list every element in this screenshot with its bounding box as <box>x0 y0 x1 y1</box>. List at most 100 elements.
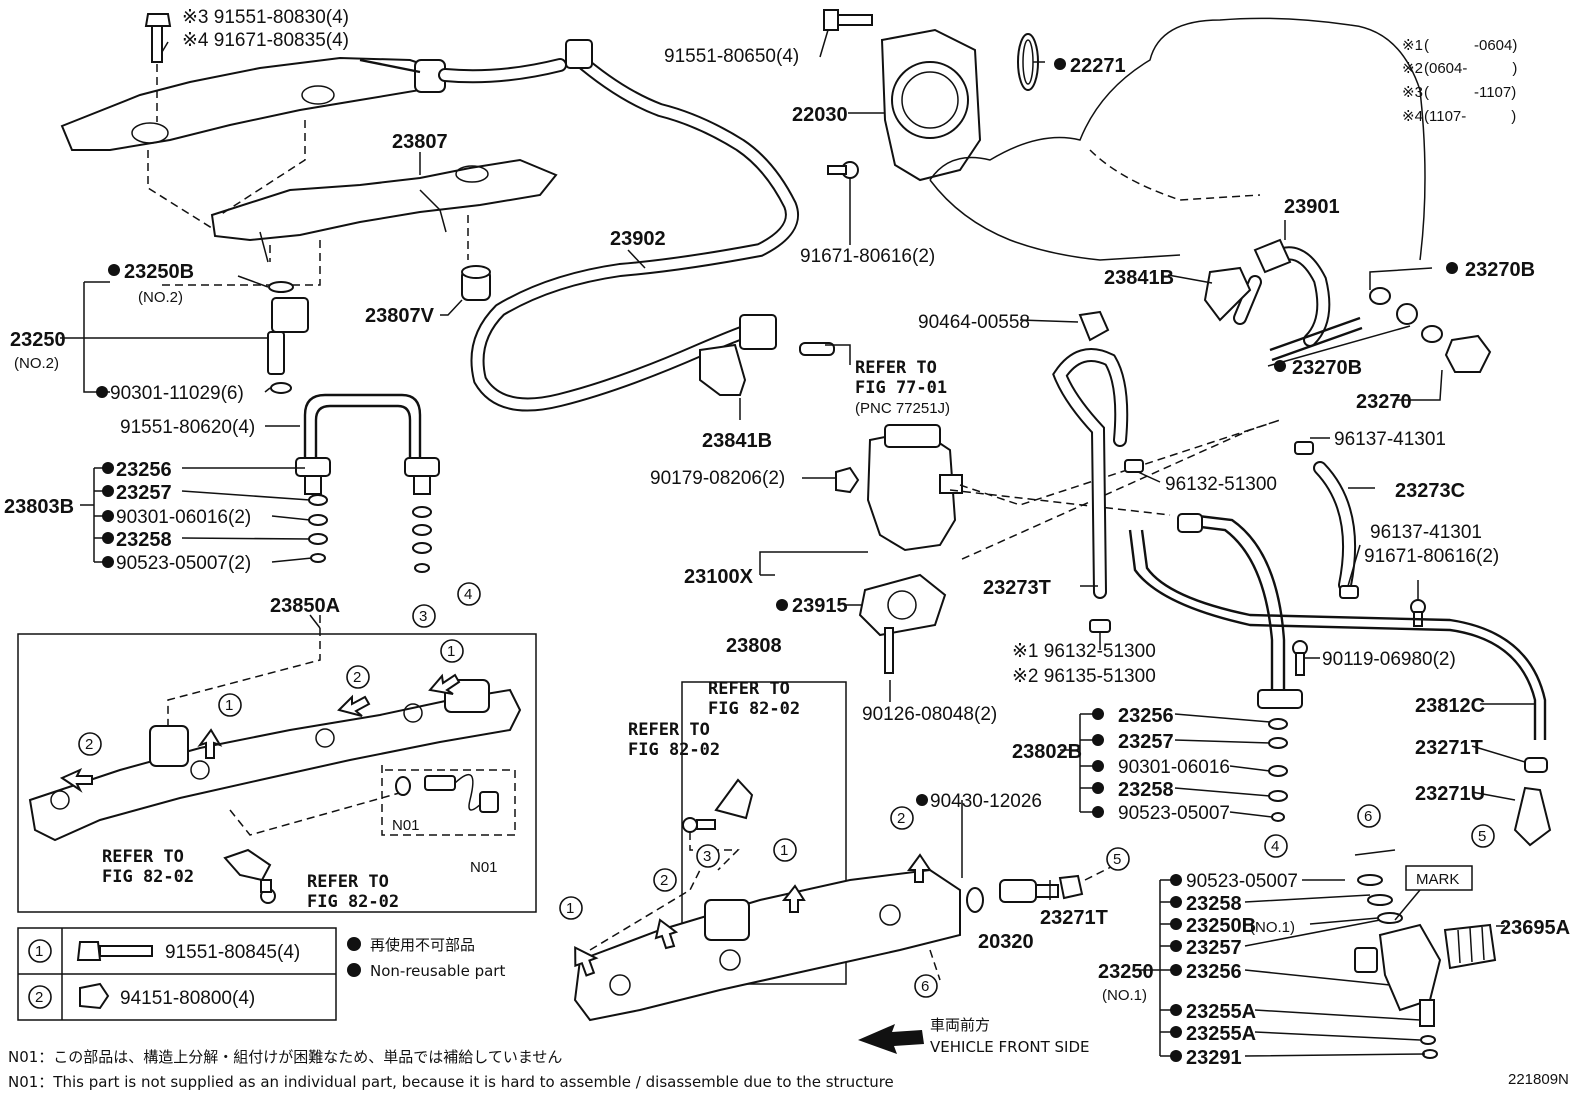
label-20320: 20320 <box>978 931 1034 953</box>
label-23291: 23291 <box>1186 1047 1242 1069</box>
label-23850A: 23850A <box>270 595 340 617</box>
stud-90126-08048 <box>884 627 894 674</box>
label-23257-bottom: 23257 <box>1186 937 1242 959</box>
svg-text:4: 4 <box>1271 838 1279 855</box>
label-96132-51300-a: 96132-51300 <box>1165 474 1277 495</box>
key-table-part-1: 91551-80845(4) <box>165 942 300 963</box>
nut-90179-08206-icon <box>835 466 860 494</box>
label-23841B-mid: 23841B <box>702 430 772 452</box>
label-n01-a: N01 <box>392 817 420 834</box>
label-91551-80620: 91551-80620(4) <box>120 417 255 438</box>
label-23270B-b: 23270B <box>1292 357 1362 379</box>
svg-text:1: 1 <box>566 900 574 917</box>
label-96135-51300: ※2 96135-51300 <box>1012 666 1156 687</box>
delivery-pipe-23803B <box>295 393 440 495</box>
refer-82-02-d-line1: REFER TO <box>628 720 710 740</box>
label-23812C: 23812C <box>1415 695 1485 717</box>
pressure-sensor-20320 <box>999 879 1059 903</box>
clamp-23271T-right-icon <box>1524 757 1548 773</box>
seal-rings-bottom <box>1354 849 1403 924</box>
insulator-23807V <box>461 265 491 301</box>
label-23803B: 23803B <box>4 496 74 518</box>
label-22271: 22271 <box>1070 55 1126 77</box>
label-90523-05007-right: 90523-05007 <box>1118 803 1230 824</box>
fuel-rail-left <box>28 679 522 842</box>
label-mark: MARK <box>1416 871 1459 888</box>
refer-77-01-line1: REFER TO <box>855 358 937 378</box>
label-23250B-bottom: 23250B <box>1186 915 1256 937</box>
part-23807-bracket <box>60 56 558 263</box>
label-22030: 22030 <box>792 104 848 126</box>
label-n01-b: N01 <box>470 859 498 876</box>
injector-23250-no2 <box>267 281 309 394</box>
seal-rings-left <box>308 494 432 573</box>
svg-text:5: 5 <box>1478 828 1486 845</box>
label-23258-bottom: 23258 <box>1186 893 1242 915</box>
label-90523-05007-left: 90523-05007(2) <box>116 553 251 574</box>
label-23257-left: 23257 <box>116 482 172 504</box>
footnote-en: N01：This part is not supplied as an indi… <box>8 1073 894 1091</box>
label-90523-05007-bottom: 90523-05007 <box>1186 871 1298 892</box>
label-no1-a: (NO.1) <box>1250 919 1295 936</box>
label-91671-80616-a: 91671-80616(2) <box>800 246 935 267</box>
mark-box <box>1405 865 1473 891</box>
clamp-23271T-bottom <box>1058 874 1084 900</box>
callout-markers: 3 4 1 2 1 2 3 1 2 2 1 6 5 4 6 5 1 2 <box>35 582 1495 1006</box>
label-23257-right: 23257 <box>1118 731 1174 753</box>
legend-date-3-mark: ※3 <box>1402 84 1423 101</box>
refer-82-02-d-line2: FIG 82-02 <box>628 740 720 760</box>
svg-text:5: 5 <box>1113 851 1121 868</box>
label-23256-left: 23256 <box>116 459 172 481</box>
label-91551-80650: 91551-80650(4) <box>664 46 799 67</box>
label-23273C: 23273C <box>1395 480 1465 502</box>
label-23841B-right: 23841B <box>1104 267 1174 289</box>
label-90464-00558: 90464-00558 <box>918 312 1030 333</box>
hose-23901 <box>1233 238 1331 347</box>
label-23915: 23915 <box>792 595 848 617</box>
engine-outline <box>929 17 1426 261</box>
refer-82-02-c-line1: REFER TO <box>708 679 790 699</box>
clamp-96137-41301-b-icon <box>1339 585 1359 599</box>
label-90301-06016-left: 90301-06016(2) <box>116 507 251 528</box>
label-23902: 23902 <box>610 228 666 250</box>
legend-date-1-range: ( -0604) <box>1424 37 1517 54</box>
hose-23902 <box>414 39 799 412</box>
label-23270B-a: 23270B <box>1465 259 1535 281</box>
nonreusable-jp: 再使用不可部品 <box>370 936 475 954</box>
label-96137-41301-b: 96137-41301 <box>1370 522 1482 543</box>
refer-82-02-c-line2: FIG 82-02 <box>708 699 800 719</box>
label-91551-80830: ※3 91551-80830(4) <box>182 7 349 28</box>
label-23250B-top: 23250B <box>124 261 194 283</box>
gasket-23915 <box>858 573 947 637</box>
nonreusable-en: Non-reusable part <box>370 962 505 980</box>
direction-arrows <box>59 673 932 977</box>
bolt-ref-82-02-b-icon <box>682 817 716 833</box>
bolt-91671-80616-icon <box>827 161 859 179</box>
label-23807: 23807 <box>392 131 448 153</box>
label-23271T-bottom: 23271T <box>1040 907 1108 929</box>
legend-date-3-range: ( -1107) <box>1424 84 1516 101</box>
label-23256-right: 23256 <box>1118 705 1174 727</box>
bolt-91551-80650-icon <box>823 9 873 31</box>
clip-23695A <box>1443 923 1497 970</box>
svg-text:6: 6 <box>921 978 929 995</box>
label-90119-06980: 90119-06980(2) <box>1322 649 1456 670</box>
label-23901: 23901 <box>1284 196 1340 218</box>
label-23250-left: 23250 <box>10 329 66 351</box>
label-90126-08048: 90126-08048(2) <box>862 704 997 725</box>
oring-90430-12026 <box>966 887 984 913</box>
legend-date-1-mark: ※1 <box>1402 37 1423 54</box>
clip-90464-00558 <box>1078 310 1110 342</box>
svg-text:4: 4 <box>464 586 472 603</box>
nonreusable-dots <box>96 58 1458 1062</box>
label-96132-51300-b: ※1 96132-51300 <box>1012 641 1156 662</box>
svg-text:2: 2 <box>353 669 361 686</box>
pipe-23270 <box>1269 287 1492 373</box>
label-no2-a: (NO.2) <box>138 289 183 306</box>
hose-23271U <box>1513 786 1552 847</box>
refer-82-02-b-line1: REFER TO <box>307 872 389 892</box>
bracket-ref-82-02-b <box>714 778 754 820</box>
group-box-23808 <box>681 681 847 985</box>
refer-77-01-line2: FIG 77-01 <box>855 378 947 398</box>
key-table-part-2: 94151-80800(4) <box>120 988 255 1009</box>
